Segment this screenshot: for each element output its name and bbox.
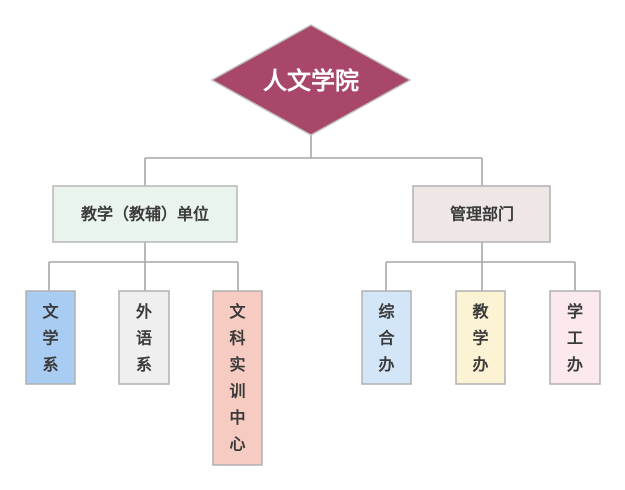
leaf-label: 教学办: [472, 302, 489, 374]
leaf-box: [25, 290, 76, 385]
connector-lines: [48, 128, 576, 291]
root-label: 人文学院: [263, 67, 359, 95]
group-label: 教学（教辅）单位: [81, 205, 209, 224]
root-diamond: [210, 24, 412, 136]
leaf-node-training-center[interactable]: 文科实训中心: [212, 290, 263, 466]
leaf-box: [212, 290, 263, 466]
connector-group-right: [385, 242, 576, 291]
leaf-node-teaching-office[interactable]: 教学办: [455, 290, 506, 385]
leaf-label: 综合办: [378, 302, 395, 374]
connector-group-left: [48, 242, 239, 291]
group-box: [412, 185, 551, 243]
group-label: 管理部门: [450, 205, 514, 224]
group-node-teaching[interactable]: 教学（教辅）单位: [52, 185, 238, 243]
connector-root: [144, 128, 483, 186]
leaf-label: 学工办: [567, 302, 583, 374]
root-node[interactable]: 人文学院: [210, 24, 412, 136]
leaf-label: 文学系: [42, 302, 59, 374]
leaf-label: 文科实训中心: [229, 302, 246, 454]
leaf-box: [118, 290, 170, 385]
leaf-box: [549, 290, 601, 385]
leaf-label: 外语系: [135, 302, 152, 374]
leaf-node-foreign-languages[interactable]: 外语系: [118, 290, 170, 385]
leaf-box: [455, 290, 506, 385]
leaf-node-literature[interactable]: 文学系: [25, 290, 76, 385]
leaf-node-student-affairs-office[interactable]: 学工办: [549, 290, 601, 385]
leaf-box: [361, 290, 412, 385]
leaf-node-general-office[interactable]: 综合办: [361, 290, 412, 385]
group-node-management[interactable]: 管理部门: [412, 185, 551, 243]
group-box: [52, 185, 238, 243]
